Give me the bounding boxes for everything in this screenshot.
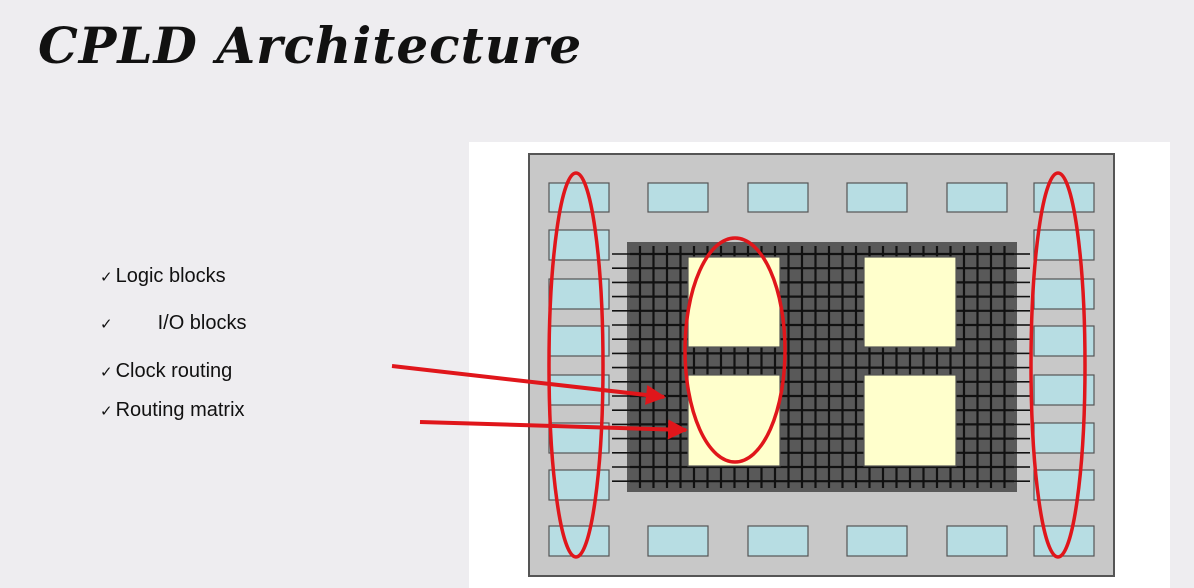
io-block — [548, 182, 610, 213]
checkmark-icon: ✓ — [100, 315, 113, 333]
io-block — [548, 525, 610, 557]
checkmark-icon: ✓ — [100, 402, 113, 420]
io-block — [946, 525, 1008, 557]
io-block — [548, 229, 610, 261]
logic-block — [687, 256, 781, 348]
bullet-routing-matrix: ✓Routing matrix — [100, 398, 245, 423]
io-block — [1033, 229, 1095, 261]
logic-block — [863, 374, 957, 467]
bullet-clock-routing: ✓Clock routing — [100, 359, 232, 384]
bullet-label: Clock routing — [115, 360, 233, 382]
bullet-logic-blocks: ✓Logic blocks — [100, 264, 226, 289]
io-block — [946, 182, 1008, 213]
io-block — [548, 469, 610, 501]
io-block — [548, 325, 610, 357]
io-block — [1033, 469, 1095, 501]
bullet-label: Logic blocks — [115, 265, 226, 287]
bullet-label: Routing matrix — [115, 399, 245, 421]
bullet-label: I/O blocks — [157, 312, 247, 334]
logic-block — [687, 374, 781, 467]
right-io-highlight-ellipse — [1029, 171, 1087, 559]
io-blocks-left — [548, 229, 610, 501]
arrow-clock-routing — [391, 364, 666, 405]
io-block — [846, 182, 908, 213]
logic-block-highlight-ellipse — [683, 236, 787, 464]
io-block — [647, 182, 709, 213]
arrow-routing-matrix — [419, 419, 688, 440]
bullet-io-blocks: ✓ I/O blocks — [100, 311, 247, 336]
annotations — [391, 171, 1087, 559]
io-block — [846, 525, 908, 557]
io-block — [747, 182, 809, 213]
logic-block — [863, 256, 957, 348]
feature-list: ✓Logic blocks ✓I/O blocks ✓Clock routing… — [0, 0, 460, 588]
checkmark-icon: ✓ — [100, 363, 113, 381]
logic-blocks — [687, 256, 957, 467]
routing-matrix-stubs — [612, 253, 1030, 483]
checkmark-icon: ✓ — [100, 268, 113, 286]
io-blocks-bottom — [548, 525, 1095, 557]
slide-title: CPLD Architecture — [38, 16, 583, 75]
io-block — [647, 525, 709, 557]
io-block — [747, 525, 809, 557]
left-io-highlight-ellipse — [547, 171, 605, 559]
